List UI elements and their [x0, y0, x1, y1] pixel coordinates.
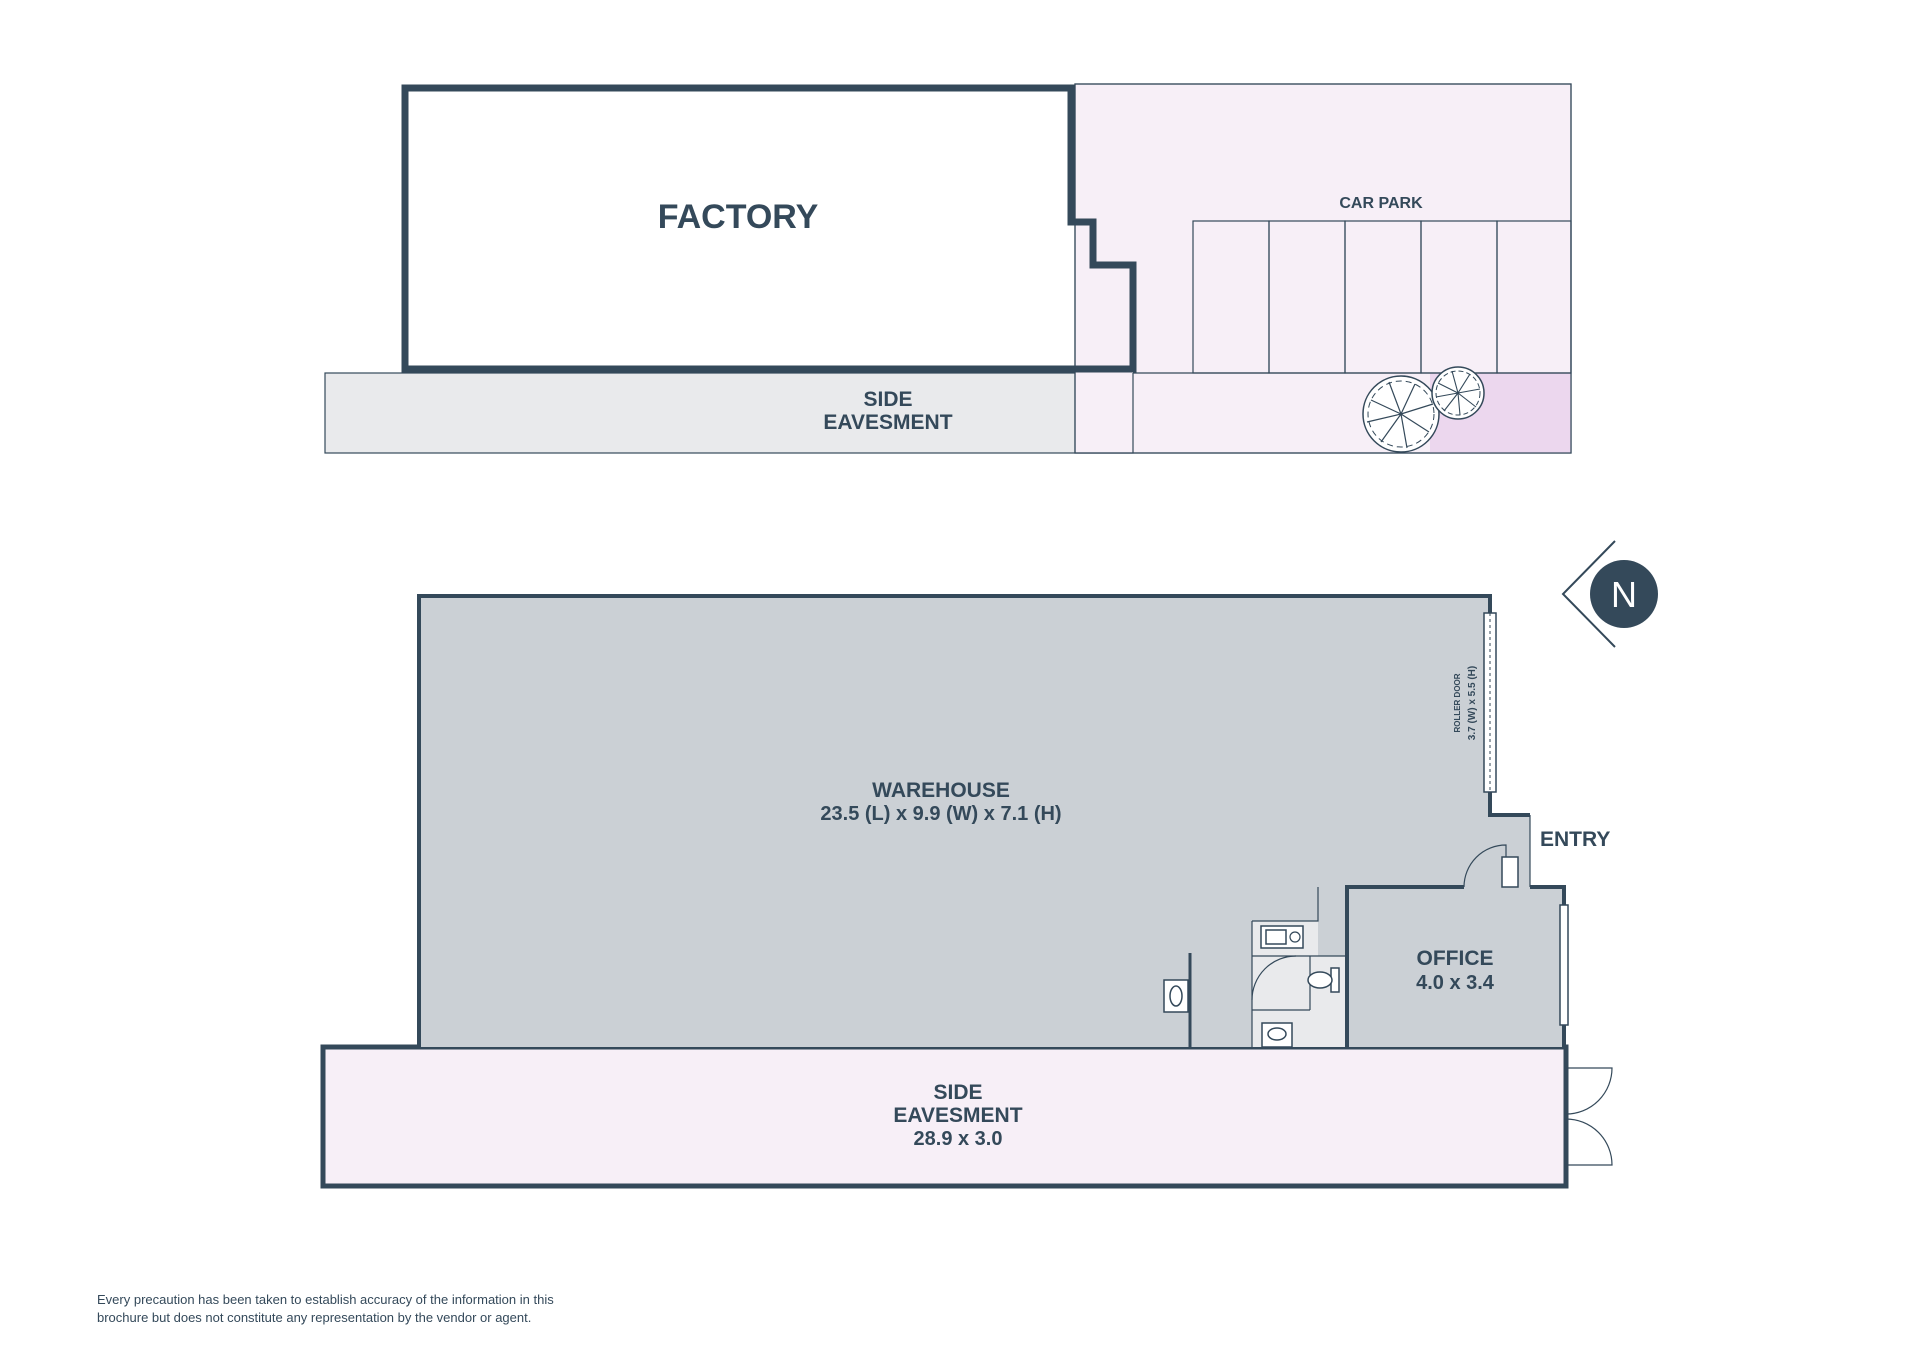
top-side-eavesment-label-line2: EAVESMENT [823, 411, 952, 434]
disclaimer: Every precaution has been taken to estab… [97, 1291, 657, 1327]
car-space [1496, 220, 1572, 374]
factory-outline [401, 84, 1137, 373]
bottom-side-eavesment-label-line2: EAVESMENT [893, 1104, 1022, 1127]
tree-icon [1362, 375, 1440, 453]
basin-icon [1261, 1022, 1293, 1048]
top-side-eavesment-area [324, 372, 1134, 454]
roller-door-label-line2: 3.7 (W) x 5.5 (H) [1467, 666, 1478, 740]
entry-label: ENTRY [1540, 828, 1610, 851]
bottom-side-eavesment-label-line1: SIDE [933, 1081, 982, 1104]
bottom-floor-plan: ROLLER DOOR 3.7 (W) x 5.5 (H) WAREHO [320, 594, 1613, 1189]
office-window [1559, 904, 1569, 1026]
car-park-label: CAR PARK [1339, 195, 1423, 212]
compass-letter: N [1611, 574, 1637, 615]
warehouse-label: WAREHOUSE [872, 779, 1010, 802]
roller-door-label-line1: ROLLER DOOR [1453, 673, 1462, 732]
north-arrow-icon: N [1561, 540, 1658, 648]
kitchen-sink-icon [1260, 925, 1304, 949]
top-side-eavesment-label-line1: SIDE [863, 388, 912, 411]
disclaimer-line-1: Every precaution has been taken to estab… [97, 1292, 554, 1307]
warehouse-wall [417, 594, 1530, 1047]
tree-icon [1431, 366, 1485, 420]
office-dimensions: 4.0 x 3.4 [1416, 972, 1495, 994]
warehouse-dimensions: 23.5 (L) x 9.9 (W) x 7.1 (H) [820, 803, 1061, 825]
car-spaces [1192, 220, 1572, 374]
roller-door [1483, 612, 1497, 793]
top-site-plan: FACTORY CAR PARK SIDE EAVESMENT [324, 83, 1572, 454]
office-label: OFFICE [1417, 947, 1494, 970]
double-door [1565, 1067, 1613, 1166]
disclaimer-line-2: brochure but does not constitute any rep… [97, 1310, 532, 1325]
factory-label: FACTORY [658, 198, 819, 236]
bottom-side-eavesment-dimensions: 28.9 x 3.0 [914, 1128, 1003, 1150]
toilet-icon [1307, 967, 1340, 993]
office-area [1347, 887, 1564, 1047]
entry-door [1463, 844, 1507, 888]
basin-icon [1163, 979, 1189, 1013]
wc-walls [1251, 887, 1347, 1047]
